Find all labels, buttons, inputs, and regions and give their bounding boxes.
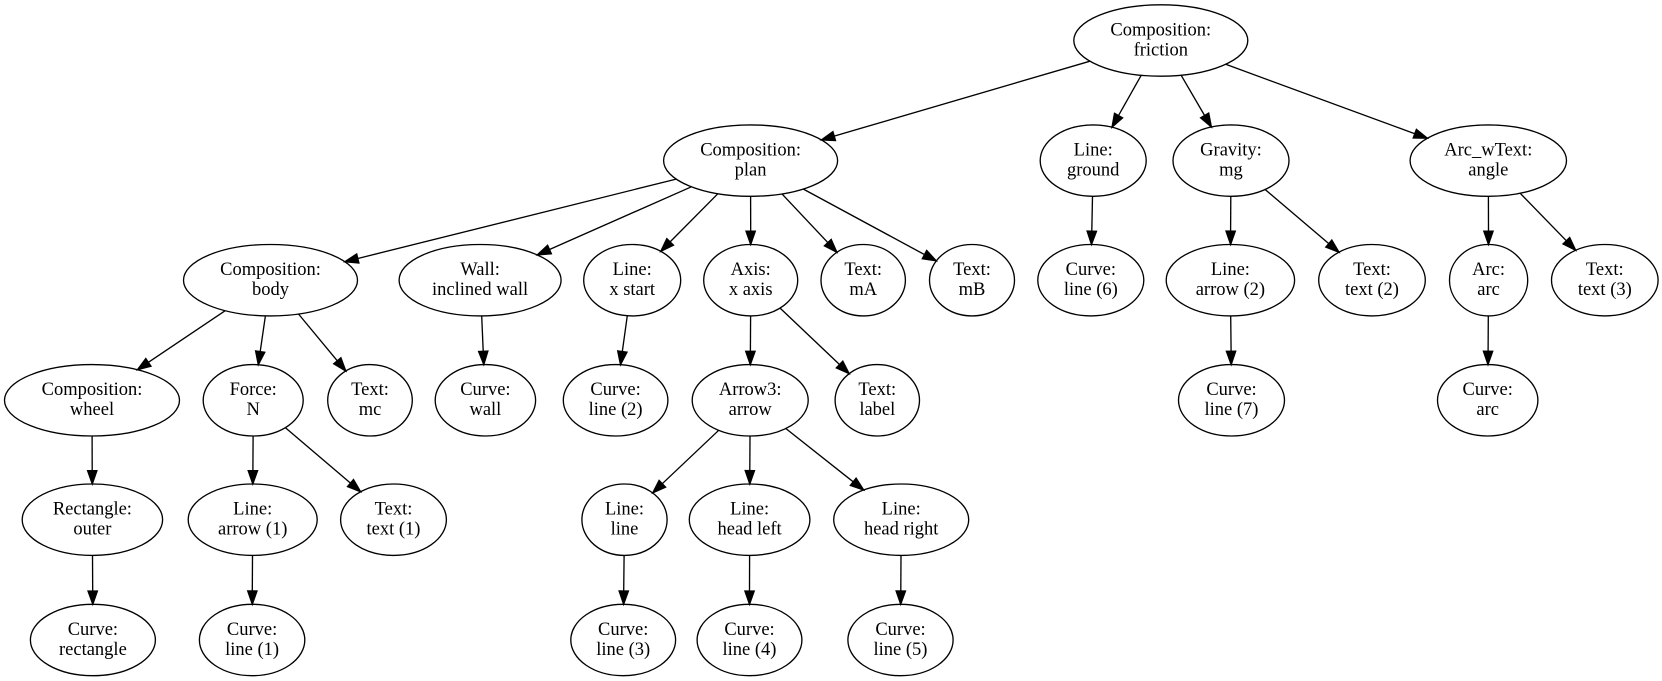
svg-text:Text:: Text: bbox=[351, 380, 389, 400]
svg-text:plan: plan bbox=[735, 161, 767, 181]
svg-text:Curve:: Curve: bbox=[590, 380, 640, 400]
svg-text:Curve:: Curve: bbox=[1463, 380, 1513, 400]
svg-text:Gravity:: Gravity: bbox=[1200, 141, 1262, 161]
svg-text:mg: mg bbox=[1219, 161, 1243, 181]
svg-text:line (4): line (4) bbox=[723, 640, 777, 660]
svg-text:Composition:: Composition: bbox=[700, 141, 801, 161]
svg-text:line (2): line (2) bbox=[589, 400, 643, 420]
svg-text:arrow: arrow bbox=[729, 400, 773, 420]
svg-text:Line:: Line: bbox=[233, 500, 272, 520]
svg-text:head right: head right bbox=[864, 520, 939, 540]
svg-text:Curve:: Curve: bbox=[68, 620, 118, 640]
svg-text:Curve:: Curve: bbox=[1066, 260, 1116, 280]
svg-text:mc: mc bbox=[359, 400, 382, 420]
svg-text:line (5): line (5) bbox=[874, 640, 928, 660]
svg-text:Wall:: Wall: bbox=[460, 260, 500, 280]
svg-text:arrow (1): arrow (1) bbox=[218, 520, 287, 540]
svg-text:ground: ground bbox=[1067, 161, 1120, 181]
svg-text:Arc_wText:: Arc_wText: bbox=[1444, 141, 1532, 161]
svg-text:label: label bbox=[859, 400, 895, 420]
svg-text:Curve:: Curve: bbox=[724, 620, 774, 640]
svg-text:Text:: Text: bbox=[844, 260, 882, 280]
svg-text:Text:: Text: bbox=[375, 500, 413, 520]
svg-text:Line:: Line: bbox=[613, 260, 652, 280]
svg-text:body: body bbox=[252, 280, 290, 300]
svg-text:arc: arc bbox=[1476, 400, 1499, 420]
svg-text:wall: wall bbox=[469, 400, 501, 420]
svg-text:friction: friction bbox=[1134, 40, 1188, 60]
svg-text:Curve:: Curve: bbox=[460, 380, 510, 400]
svg-text:Line:: Line: bbox=[730, 500, 769, 520]
svg-text:Force:: Force: bbox=[230, 380, 277, 400]
svg-text:inclined wall: inclined wall bbox=[432, 280, 528, 300]
svg-text:Text:: Text: bbox=[1586, 260, 1624, 280]
svg-text:outer: outer bbox=[73, 520, 111, 540]
svg-text:Text:: Text: bbox=[1353, 260, 1391, 280]
svg-text:Line:: Line: bbox=[605, 500, 644, 520]
svg-text:wheel: wheel bbox=[70, 400, 114, 420]
svg-text:x axis: x axis bbox=[729, 280, 773, 300]
svg-text:Text:: Text: bbox=[953, 260, 991, 280]
svg-text:Curve:: Curve: bbox=[875, 620, 925, 640]
svg-text:text (2): text (2) bbox=[1345, 280, 1399, 300]
svg-text:mB: mB bbox=[959, 280, 986, 300]
svg-text:line (1): line (1) bbox=[225, 640, 279, 660]
svg-text:Line:: Line: bbox=[1074, 141, 1113, 161]
svg-text:Composition:: Composition: bbox=[1110, 20, 1211, 40]
svg-text:Composition:: Composition: bbox=[220, 260, 321, 280]
svg-text:head left: head left bbox=[717, 520, 782, 540]
svg-text:Arrow3:: Arrow3: bbox=[719, 380, 782, 400]
svg-text:Line:: Line: bbox=[882, 500, 921, 520]
svg-text:rectangle: rectangle bbox=[59, 640, 127, 660]
svg-text:Rectangle:: Rectangle: bbox=[53, 500, 132, 520]
svg-text:angle: angle bbox=[1468, 161, 1508, 181]
svg-text:N: N bbox=[247, 400, 260, 420]
svg-text:Composition:: Composition: bbox=[42, 380, 143, 400]
svg-text:text (1): text (1) bbox=[367, 520, 421, 540]
svg-text:arc: arc bbox=[1477, 280, 1500, 300]
svg-text:Arc:: Arc: bbox=[1472, 260, 1505, 280]
svg-text:line (7): line (7) bbox=[1205, 400, 1259, 420]
svg-text:Axis:: Axis: bbox=[731, 260, 771, 280]
svg-text:x start: x start bbox=[609, 280, 656, 300]
svg-text:Curve:: Curve: bbox=[1206, 380, 1256, 400]
svg-text:mA: mA bbox=[849, 280, 877, 300]
svg-text:line: line bbox=[611, 520, 639, 540]
svg-text:Text:: Text: bbox=[858, 380, 896, 400]
svg-text:line (6): line (6) bbox=[1064, 280, 1118, 300]
svg-text:arrow (2): arrow (2) bbox=[1196, 280, 1265, 300]
svg-text:Curve:: Curve: bbox=[598, 620, 648, 640]
svg-text:line (3): line (3) bbox=[596, 640, 650, 660]
svg-text:Line:: Line: bbox=[1211, 260, 1250, 280]
svg-text:text (3): text (3) bbox=[1578, 280, 1632, 300]
svg-text:Curve:: Curve: bbox=[227, 620, 277, 640]
